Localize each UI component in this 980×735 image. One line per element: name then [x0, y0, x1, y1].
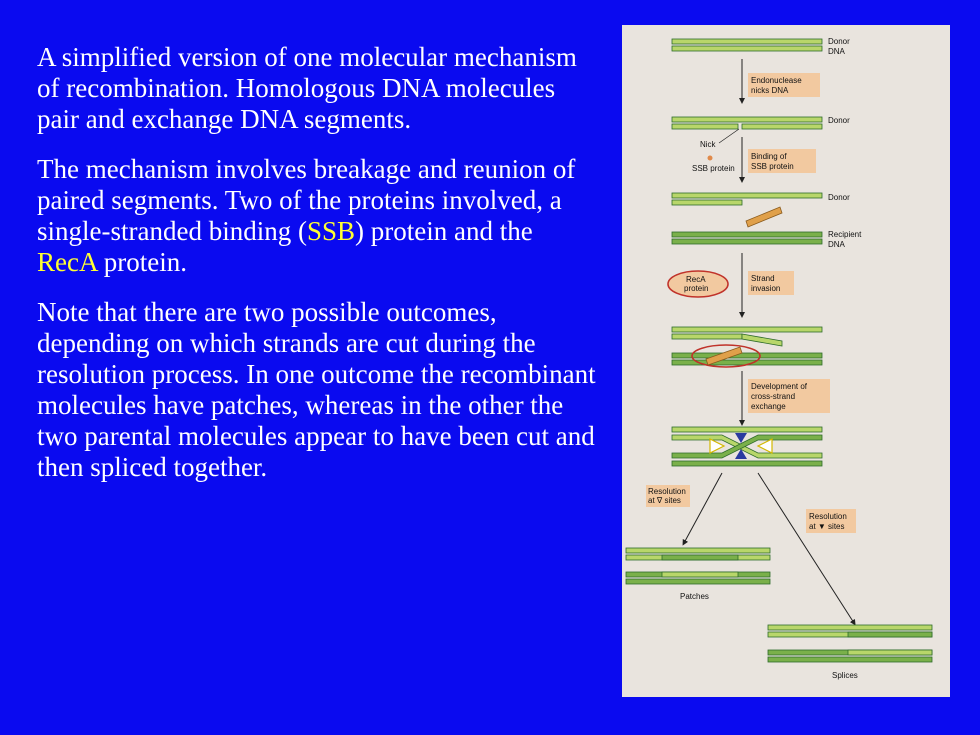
- label-strand-1: Strand: [751, 274, 775, 283]
- strand-invasion-label-box: [748, 271, 794, 295]
- label-endonuclease-1: Endonuclease: [751, 76, 802, 85]
- binding-label-box: [748, 149, 816, 173]
- label-binding-of: Binding of: [751, 152, 787, 161]
- label-recipient-1: Recipient: [828, 230, 862, 239]
- nicked-donor-duplex: [671, 116, 823, 130]
- label-recipient-2: DNA: [828, 240, 846, 249]
- label-resB-2: at ▼ sites: [809, 522, 844, 531]
- resolution-arrow-splices: [757, 472, 856, 626]
- label-splices: Splices: [832, 671, 858, 680]
- label-donor-dna-2: DNA: [828, 47, 846, 56]
- reca-highlight: RecA: [37, 247, 97, 277]
- slide-text: A simplified version of one molecular me…: [37, 42, 597, 502]
- label-resA-1: Resolution: [648, 487, 686, 496]
- label-patches: Patches: [680, 592, 709, 601]
- label-reca-2: protein: [684, 284, 708, 293]
- ssb-highlight: SSB: [306, 216, 355, 246]
- splices-product: [767, 624, 933, 663]
- label-ssb-protein: SSB protein: [692, 164, 735, 173]
- paragraph-mechanism: The mechanism involves breakage and reun…: [37, 154, 597, 278]
- paragraph-outcomes: Note that there are two possible outcome…: [37, 297, 596, 482]
- donor-with-ssb: [671, 192, 823, 228]
- label-dev-2: cross-strand: [751, 392, 795, 401]
- label-nick: Nick: [700, 140, 717, 149]
- cross-strand-label-box: [748, 379, 830, 413]
- patches-product: [625, 547, 771, 585]
- label-endonuclease-2: nicks DNA: [751, 86, 789, 95]
- nick-pointer: [718, 128, 740, 144]
- cross-strand-exchange-junction: [671, 426, 823, 467]
- label-resB-1: Resolution: [809, 512, 847, 521]
- label-donor-dna-1: Donor: [828, 37, 850, 46]
- recipient-dna-duplex: [671, 231, 823, 245]
- resolution-arrow-patches: [682, 472, 723, 546]
- mechanism-text-c: protein.: [97, 247, 187, 277]
- label-resA-2: at ∇ sites: [648, 496, 681, 505]
- label-donor-3: Donor: [828, 193, 850, 202]
- donor-dna-duplex: [671, 38, 823, 52]
- label-strand-2: invasion: [751, 284, 780, 293]
- label-donor-2: Donor: [828, 116, 850, 125]
- endonuclease-label-box: [748, 73, 820, 97]
- label-dev-1: Development of: [751, 382, 808, 391]
- paragraph-intro: A simplified version of one molecular me…: [37, 42, 577, 134]
- recombination-figure: Donor DNA Endonuclease nicks DNA Donor N…: [622, 25, 950, 697]
- mechanism-text-a: The mechanism involves breakage and reun…: [37, 154, 576, 246]
- label-binding-ssb: SSB protein: [751, 162, 794, 171]
- label-reca-1: RecA: [686, 275, 706, 284]
- strand-invasion-complex: [671, 326, 823, 368]
- mechanism-text-b: ) protein and the: [355, 216, 533, 246]
- label-dev-3: exchange: [751, 402, 786, 411]
- resolution-a-label-box: [646, 485, 690, 507]
- resolution-b-label-box: [806, 509, 856, 533]
- ssb-protein-dot: [707, 155, 713, 161]
- reca-protein-oval: [667, 270, 729, 298]
- recombination-diagram: Donor DNA Endonuclease nicks DNA Donor N…: [625, 37, 933, 680]
